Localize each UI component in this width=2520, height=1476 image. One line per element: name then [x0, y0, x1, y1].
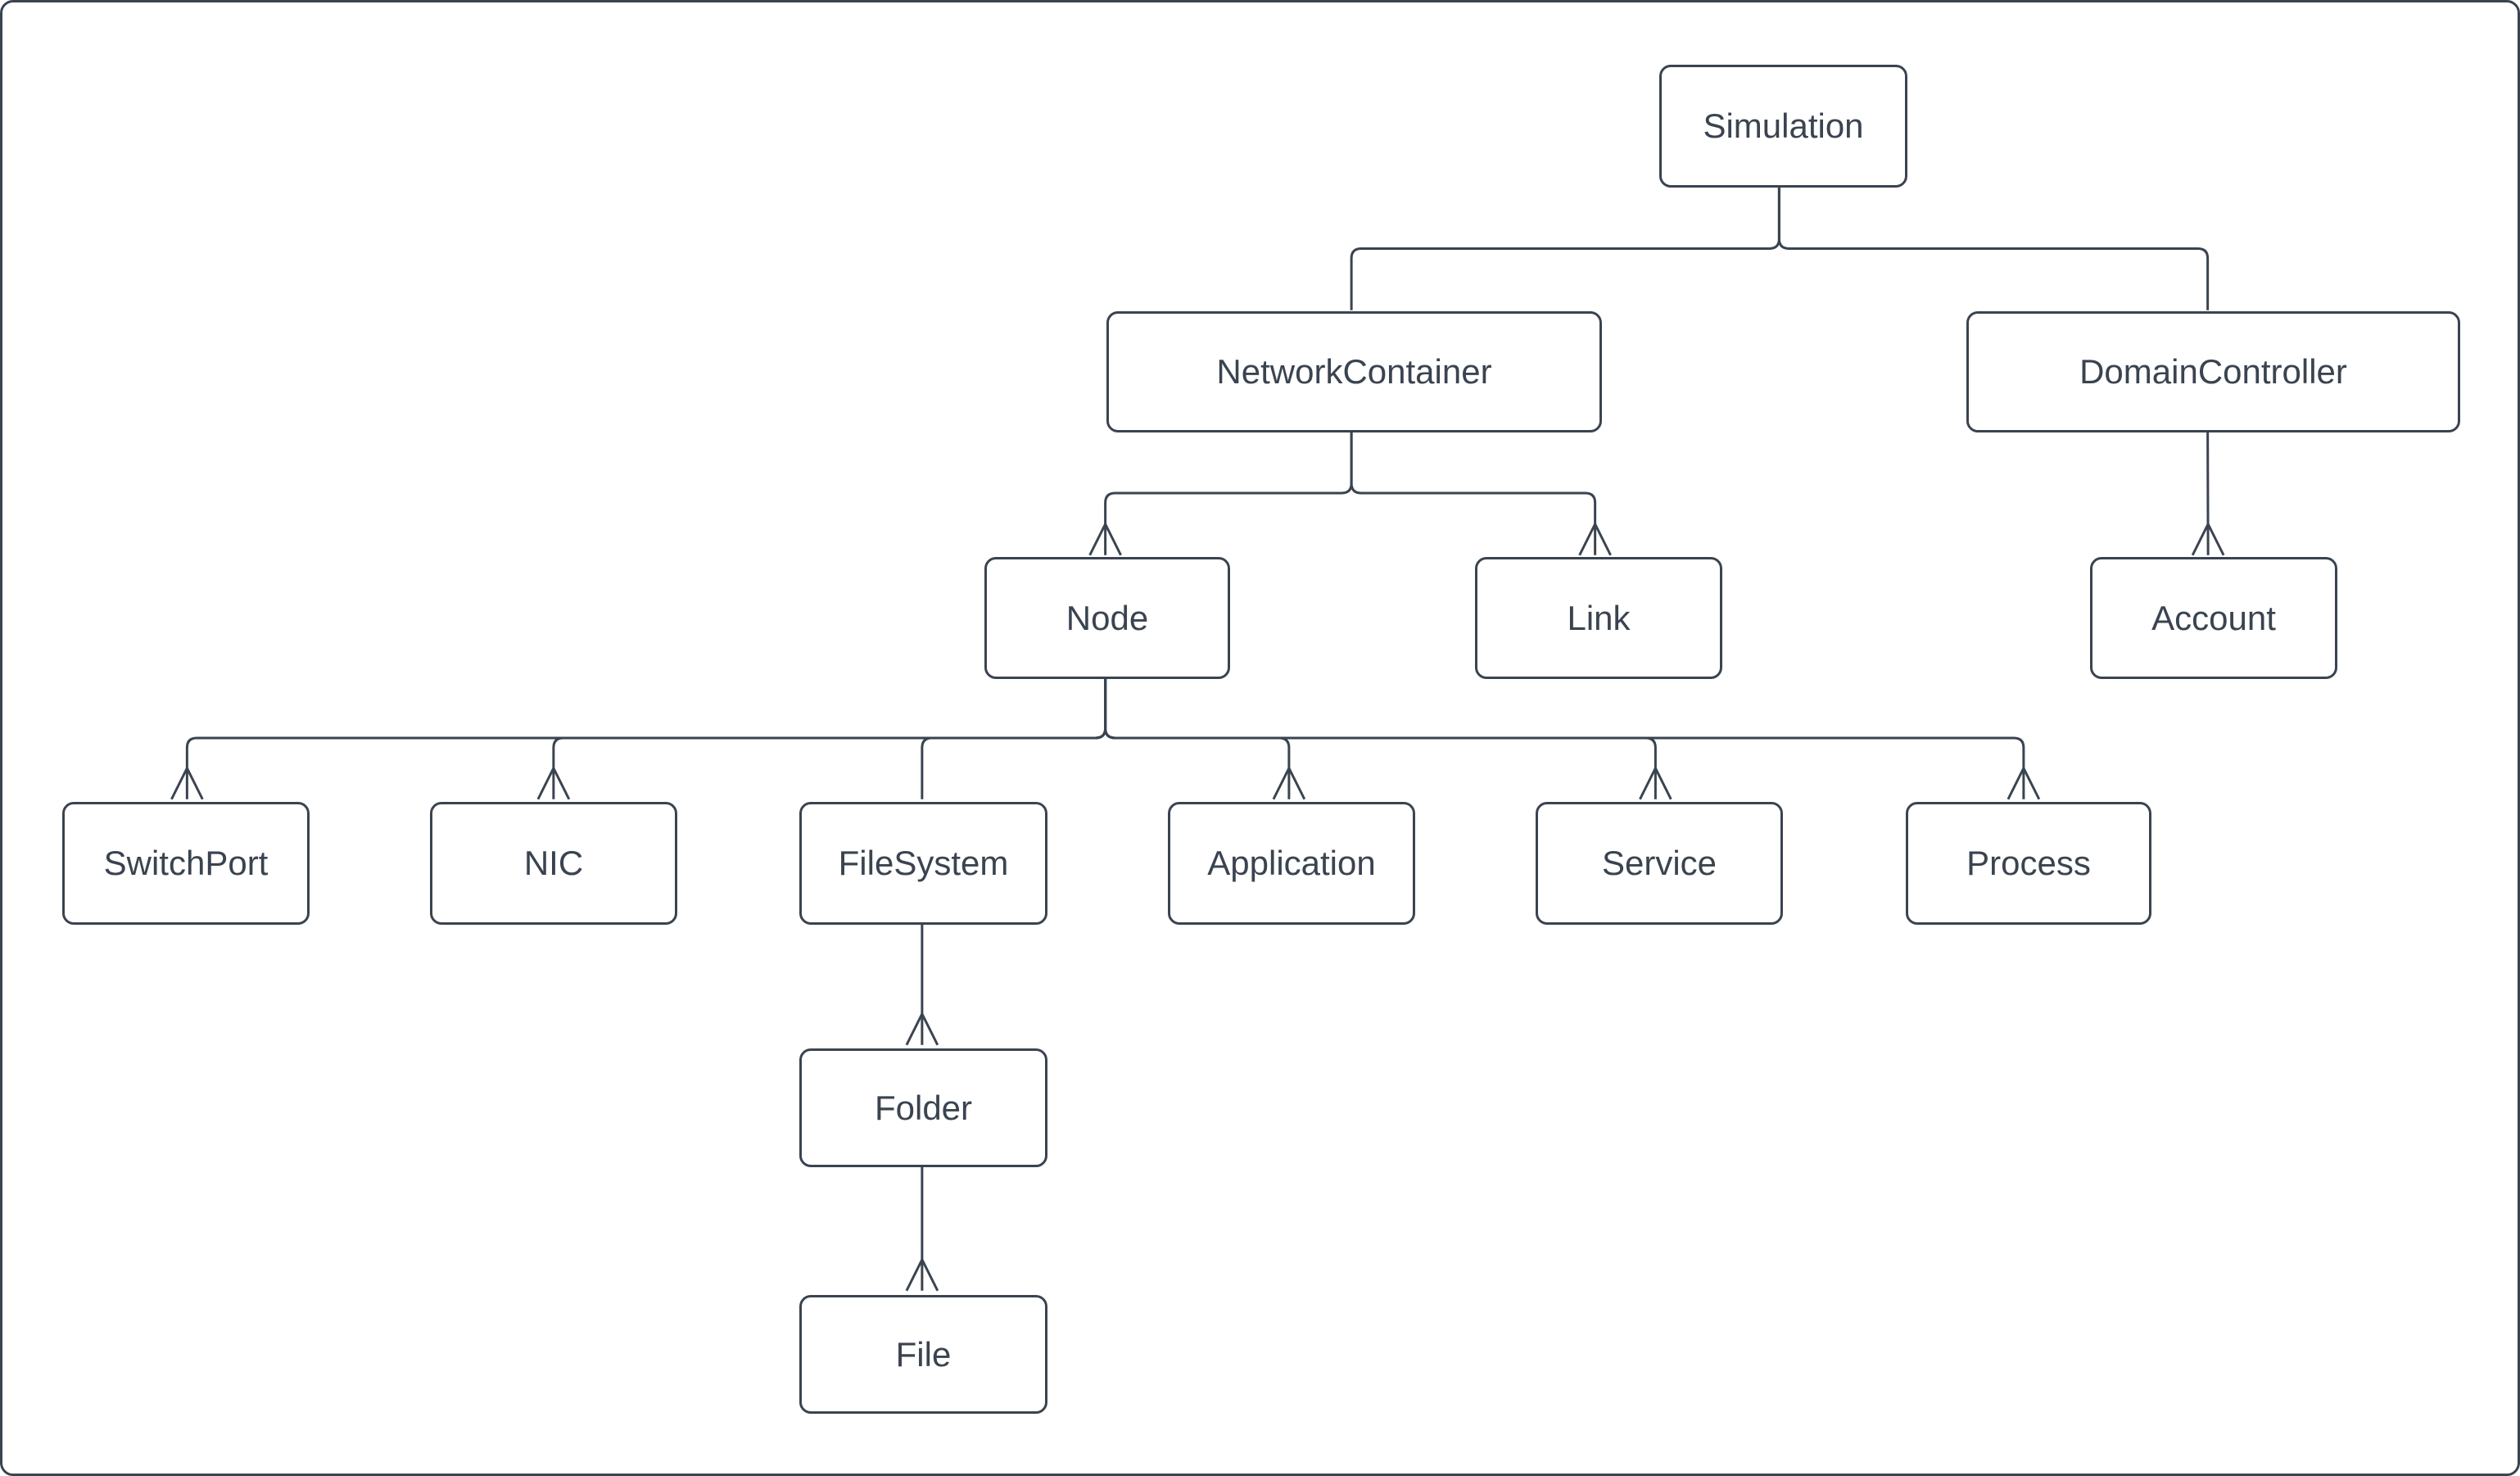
node-label-node: Node	[1065, 598, 1149, 637]
arrowhead-icon-nic	[536, 765, 571, 800]
node-label-network-container: NetworkContainer	[1216, 352, 1492, 391]
arrowhead-icon-application	[1272, 765, 1306, 800]
node-label-application: Application	[1207, 844, 1376, 882]
edge-simulation-to-network-container	[1350, 187, 1780, 310]
arrowhead-icon-service	[1639, 765, 1672, 800]
diagram-node-application: Application	[1168, 802, 1415, 925]
node-label-account: Account	[2151, 598, 2276, 637]
node-label-switch-port: SwitchPort	[103, 844, 269, 882]
arrowhead-icon-file	[905, 1256, 939, 1292]
diagram-node-domain-controller: DomainController	[1966, 311, 2460, 432]
arrowhead-icon-account	[2191, 521, 2225, 556]
edge-node-to-file-system	[921, 677, 1107, 799]
diagram-node-account: Account	[2090, 557, 2337, 679]
edge-node-to-application	[1104, 677, 1291, 799]
diagram-node-file-system: FileSystem	[799, 802, 1047, 925]
diagram-node-file: File	[799, 1295, 1047, 1414]
node-label-file: File	[895, 1334, 952, 1374]
arrowhead-icon-process	[2006, 765, 2041, 800]
edge-node-to-nic	[552, 677, 1107, 799]
diagram-node-switch-port: SwitchPort	[62, 802, 310, 925]
node-label-domain-controller: DomainController	[2079, 352, 2347, 391]
node-label-nic: NIC	[523, 844, 584, 882]
edge-network-container-to-link	[1350, 431, 1597, 555]
diagram-node-process: Process	[1906, 802, 2151, 925]
node-label-process: Process	[1966, 844, 2091, 882]
diagram-node-node: Node	[984, 557, 1230, 679]
diagram-node-service: Service	[1536, 802, 1783, 925]
diagram-node-link: Link	[1475, 557, 1722, 679]
node-label-folder: Folder	[874, 1088, 973, 1127]
edge-node-to-process	[1104, 677, 2025, 799]
diagram-node-nic: NIC	[430, 802, 677, 925]
node-label-file-system: FileSystem	[838, 844, 1009, 882]
diagram-node-simulation: Simulation	[1659, 65, 1907, 188]
arrowhead-icon-node	[1088, 521, 1122, 556]
arrowhead-icon-switch-port	[170, 765, 204, 800]
edge-node-to-service	[1104, 677, 1657, 799]
edge-node-to-switch-port	[185, 677, 1107, 799]
edge-simulation-to-domain-controller	[1777, 187, 2210, 310]
arrowhead-icon-link	[1578, 521, 1612, 556]
arrowhead-icon-folder	[905, 1011, 939, 1046]
edge-network-container-to-node	[1104, 431, 1353, 555]
node-label-service: Service	[1601, 844, 1717, 882]
node-label-simulation: Simulation	[1703, 106, 1864, 145]
diagram-node-folder: Folder	[799, 1048, 1047, 1167]
diagram-node-network-container: NetworkContainer	[1106, 311, 1602, 432]
node-label-link: Link	[1567, 598, 1631, 637]
